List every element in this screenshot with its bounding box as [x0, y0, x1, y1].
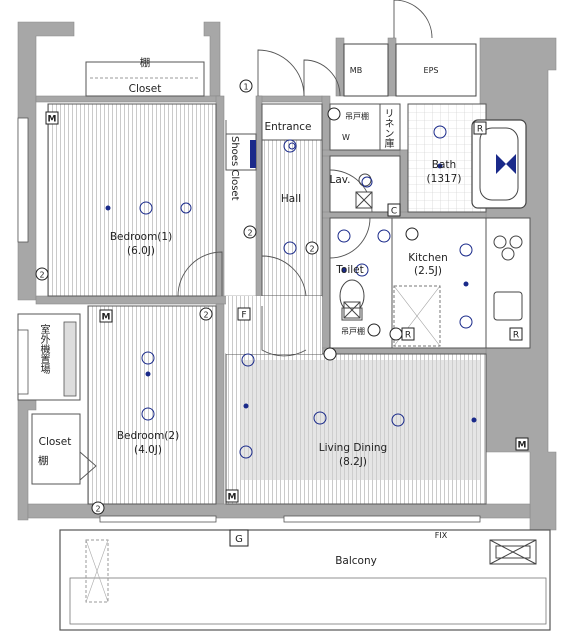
lav-label: Lav.: [329, 174, 351, 186]
balcony-label: Balcony: [335, 555, 377, 567]
closet-left-shelf-label: 棚: [38, 455, 49, 467]
mb-label: MB: [349, 66, 363, 75]
outlet-2-marker: 2: [39, 271, 44, 280]
r-marker: R: [513, 331, 519, 341]
shoes-closet-label: Shoes Closet: [229, 136, 240, 201]
kitchen-name: Kitchen: [408, 252, 448, 264]
toilet-label: Toilet: [336, 264, 364, 276]
c-marker: C: [391, 207, 397, 217]
bath-size: (1317): [426, 173, 462, 185]
fix-label: FIX: [434, 531, 448, 540]
w-label: W: [342, 133, 350, 142]
r-marker: R: [477, 125, 483, 135]
living-dining-size: (8.2J): [339, 456, 367, 468]
bedroom1-name: Bedroom(1): [109, 231, 173, 243]
m-marker: M: [102, 313, 111, 323]
bedroom2-name: Bedroom(2): [116, 430, 180, 442]
hall-label: Hall: [280, 193, 302, 205]
hanging-shelf-top-label: 吊戸棚: [345, 112, 369, 121]
bedroom2-size: (4.0J): [134, 444, 162, 456]
bath-name: Bath: [431, 159, 457, 171]
closet-left-label: Closet: [38, 436, 72, 448]
closet-top-shelf-label: 棚: [139, 57, 151, 69]
outdoor-unit-label: 室外機置場: [38, 324, 49, 374]
outlet-2-marker: 2: [95, 505, 100, 514]
hanging-shelf-bottom-label: 吊戸棚: [341, 327, 365, 336]
outlet-2-marker: 2: [309, 245, 314, 254]
entrance-label: Entrance: [264, 121, 312, 133]
kitchen-size: (2.5J): [414, 265, 442, 277]
outlet-2-marker: 2: [203, 311, 208, 320]
f-marker: F: [241, 311, 246, 321]
outlet-1-marker: 1: [243, 83, 248, 92]
linen-closet-label: リネン庫: [382, 108, 393, 148]
r-marker: R: [405, 331, 411, 341]
closet-top-label: Closet: [128, 83, 162, 95]
bedroom1-size: (6.0J): [127, 245, 155, 257]
m-marker: M: [228, 493, 237, 503]
living-dining-name: Living Dining: [318, 442, 388, 454]
m-marker: M: [518, 441, 527, 451]
g-marker: G: [235, 534, 243, 545]
outlet-2-marker: 2: [247, 229, 252, 238]
m-marker: M: [48, 115, 57, 125]
eps-label: EPS: [423, 66, 439, 75]
